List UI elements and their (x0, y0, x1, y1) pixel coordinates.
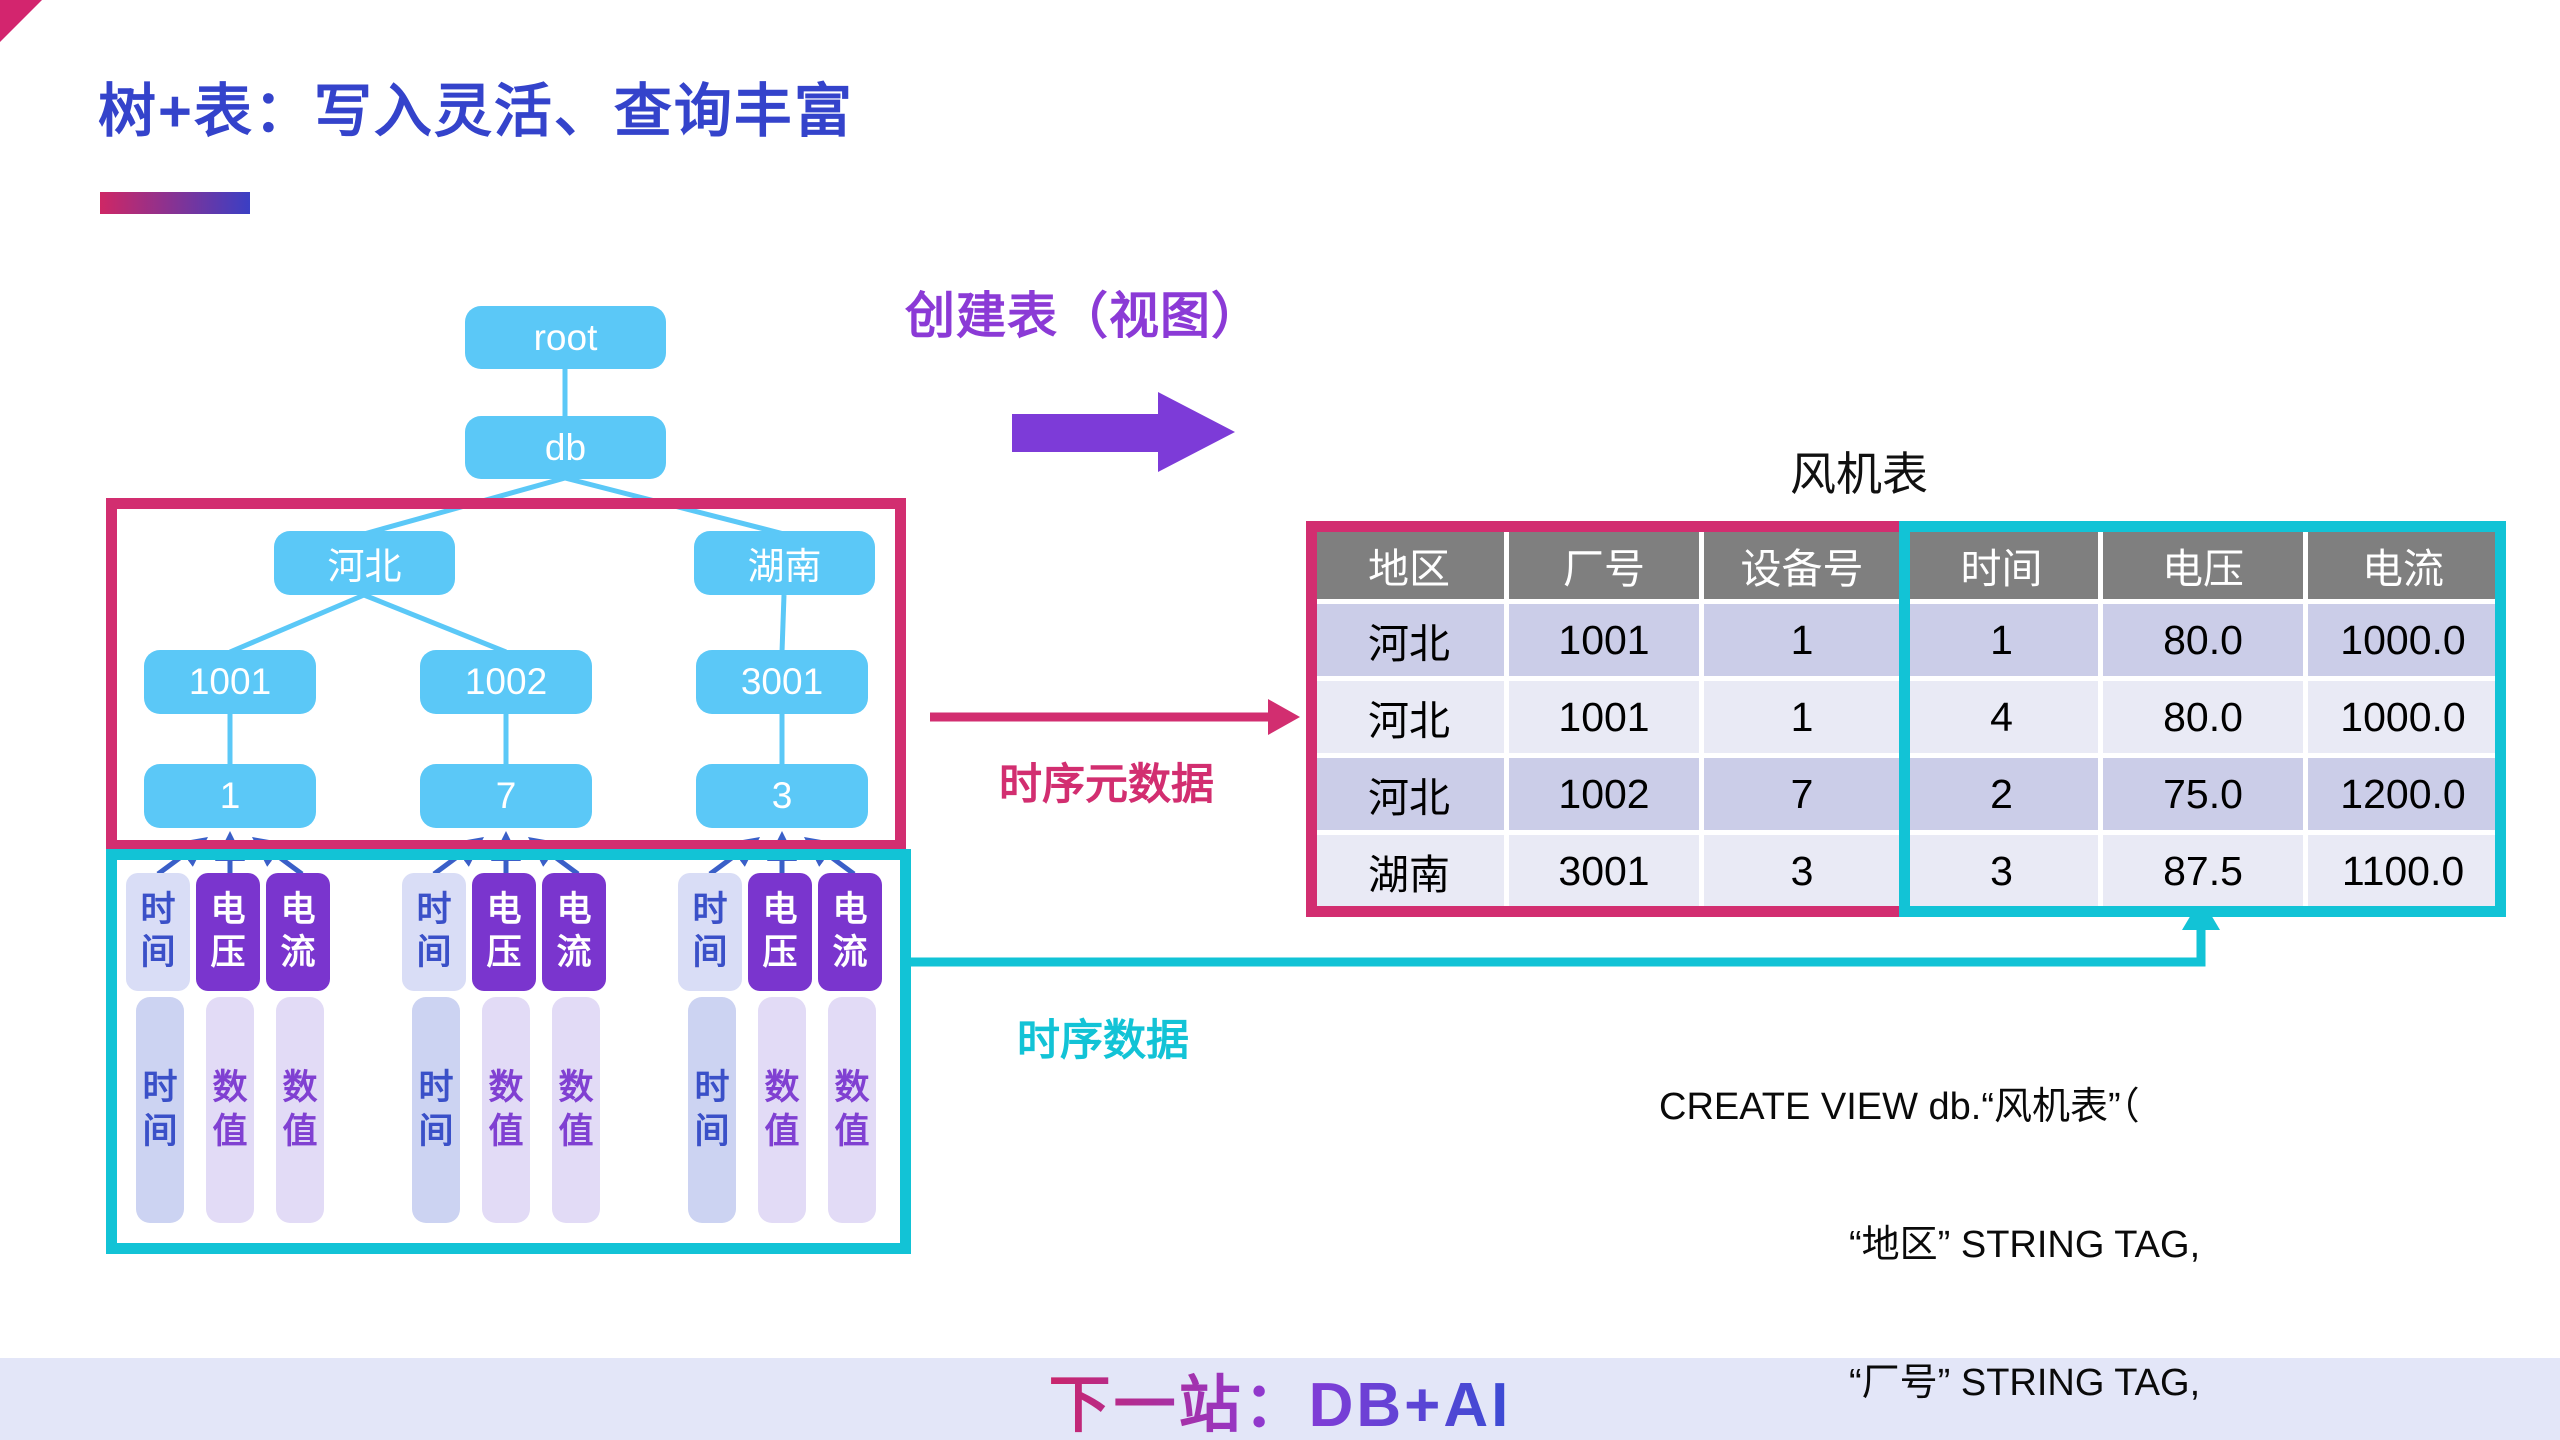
leaf1-voltage-header: 电压 (196, 873, 260, 991)
metadata-region-box (106, 498, 906, 851)
tree-node-device-1: 1 (144, 764, 316, 828)
leaf1-current-header: 电流 (266, 873, 330, 991)
tree-node-db: db (465, 416, 666, 479)
table-cell: 1002 (1509, 758, 1699, 830)
table-cell: 1000.0 (2308, 604, 2498, 676)
table-cell: 87.5 (2103, 835, 2303, 907)
leaf2-voltage-header: 电压 (472, 873, 536, 991)
table-cell: 河北 (1314, 604, 1504, 676)
leaf1-time-column: 时间 (136, 997, 184, 1223)
table-cell: 75.0 (2103, 758, 2303, 830)
table-cell: 80.0 (2103, 681, 2303, 753)
tree-node-device-3: 3 (696, 764, 868, 828)
table-cell: 3 (1905, 835, 2098, 907)
leaf2-voltage-values-column: 数值 (482, 997, 530, 1223)
leaf2-time-column: 时间 (412, 997, 460, 1223)
col-header-voltage: 电压 (2103, 531, 2303, 599)
table-cell: 1001 (1509, 681, 1699, 753)
tree-node-plant-1002: 1002 (420, 650, 592, 714)
create-view-arrow (1012, 392, 1235, 472)
tree-node-root: root (465, 306, 666, 369)
leaf2-time-header: 时间 (402, 873, 466, 991)
timeseries-metadata-label: 时序元数据 (999, 761, 1214, 809)
leaf3-voltage-values-column: 数值 (758, 997, 806, 1223)
table-cell: 湖南 (1314, 835, 1504, 907)
metadata-arrow (930, 699, 1300, 735)
leaf1-current-values-column: 数值 (276, 997, 324, 1223)
leaf1-voltage-values-column: 数值 (206, 997, 254, 1223)
sql-line: CREATE VIEW db.“风机表”（ (1659, 1086, 2140, 1128)
timeseries-region-box (106, 849, 911, 1254)
table-cell: 1000.0 (2308, 681, 2498, 753)
leaf3-current-header: 电流 (818, 873, 882, 991)
timeseries-data-label: 时序数据 (1017, 1017, 1189, 1065)
table-cell: 1100.0 (2308, 835, 2498, 907)
title-underline-bar (100, 192, 250, 214)
table-cell: 2 (1905, 758, 2098, 830)
col-header-plant: 厂号 (1509, 531, 1699, 599)
tree-node-plant-1001: 1001 (144, 650, 316, 714)
table-cell: 1 (1704, 681, 1900, 753)
table-cell: 1 (1905, 604, 2098, 676)
leaf3-voltage-header: 电压 (748, 873, 812, 991)
table-cell: 1001 (1509, 604, 1699, 676)
tree-node-plant-3001: 3001 (696, 650, 868, 714)
footer-slogan: 下一站：DB+AI (1049, 1354, 1512, 1440)
table-cell: 河北 (1314, 681, 1504, 753)
table-cell: 80.0 (2103, 604, 2303, 676)
leaf1-time-header: 时间 (126, 873, 190, 991)
tree-node-device-7: 7 (420, 764, 592, 828)
sql-line: “厂号” STRING TAG, (1849, 1362, 2201, 1404)
table-cell: 1 (1704, 604, 1900, 676)
table-cell: 4 (1905, 681, 2098, 753)
leaf3-time-column: 时间 (688, 997, 736, 1223)
leaf3-current-values-column: 数值 (828, 997, 876, 1223)
sql-line: “地区” STRING TAG, (1849, 1224, 2201, 1266)
leaf3-time-header: 时间 (678, 873, 742, 991)
table-cell: 3001 (1509, 835, 1699, 907)
create-view-label: 创建表（视图） (905, 288, 1262, 344)
leaf2-current-values-column: 数值 (552, 997, 600, 1223)
page-title: 树+表：写入灵活、查询丰富 (98, 79, 854, 144)
table-cell: 3 (1704, 835, 1900, 907)
table-cell: 河北 (1314, 758, 1504, 830)
corner-triangle (0, 0, 42, 42)
footer-band: 下一站：DB+AI (0, 1358, 2560, 1440)
col-header-device: 设备号 (1704, 531, 1900, 599)
tree-node-region-hebei: 河北 (274, 531, 455, 595)
tree-node-region-hunan: 湖南 (694, 531, 875, 595)
table-title: 风机表 (1790, 448, 1928, 500)
create-view-sql: CREATE VIEW db.“风机表”（ “地区” STRING TAG, “… (1659, 992, 2258, 1440)
col-header-current: 电流 (2308, 531, 2498, 599)
table-tags-outline-box (1306, 521, 1910, 917)
leaf2-current-header: 电流 (542, 873, 606, 991)
table-fields-outline-box (1899, 521, 2506, 917)
table-cell: 7 (1704, 758, 1900, 830)
col-header-region: 地区 (1314, 531, 1504, 599)
table-cell: 1200.0 (2308, 758, 2498, 830)
col-header-time: 时间 (1905, 531, 2098, 599)
